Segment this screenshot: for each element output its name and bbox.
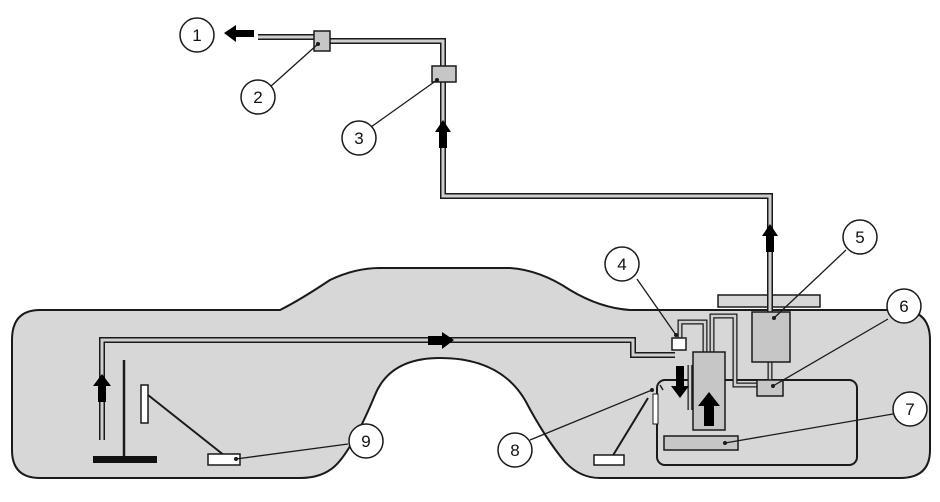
leader-9	[235, 443, 349, 460]
callout-9: 9	[348, 423, 384, 459]
flow-arrow-left	[224, 25, 254, 42]
flow-arrow-up-housing	[698, 392, 720, 426]
flow-arrow-up-left	[93, 374, 111, 402]
leader-4	[636, 278, 677, 336]
component-2-valve	[313, 30, 331, 52]
component-7-sender-base	[663, 435, 739, 451]
svg-text:9: 9	[361, 432, 370, 451]
leader-5	[773, 249, 847, 319]
leader-7	[724, 413, 894, 444]
left-sensor-base	[93, 456, 157, 463]
leader-6	[772, 318, 889, 387]
supply-line-upper	[330, 38, 446, 68]
component-5-fuel-pump	[751, 311, 791, 363]
callout-5: 5	[842, 219, 878, 255]
component-4-jet-pump	[671, 337, 687, 351]
svg-text:4: 4	[617, 255, 626, 274]
left-float-arm	[147, 394, 226, 457]
leader-8	[529, 389, 653, 441]
flow-arrow-up-filter	[435, 120, 451, 148]
left-float-plate	[140, 384, 149, 424]
flow-arrow-down	[671, 366, 689, 398]
svg-text:7: 7	[905, 400, 914, 419]
svg-text:5: 5	[855, 228, 864, 247]
component-3-filter	[431, 65, 457, 83]
svg-text:1: 1	[192, 26, 201, 45]
callout-3: 3	[341, 120, 377, 156]
right-float-arm	[611, 397, 649, 458]
callout-7: 7	[892, 391, 928, 427]
leader-3	[370, 79, 438, 128]
leader-2	[269, 43, 319, 88]
svg-text:2: 2	[253, 88, 262, 107]
callout-6: 6	[886, 288, 922, 324]
component-9-float	[207, 453, 241, 466]
right-float	[593, 454, 625, 466]
svg-text:3: 3	[354, 129, 363, 148]
callout-1: 1	[179, 17, 215, 53]
flow-arrow-up-pump	[762, 224, 778, 252]
svg-text:8: 8	[510, 441, 519, 460]
callout-4: 4	[604, 246, 640, 282]
svg-text:6: 6	[899, 297, 908, 316]
flow-arrow-right	[428, 332, 454, 349]
callout-2: 2	[240, 79, 276, 115]
component-8-filter-element	[652, 393, 659, 425]
callout-8: 8	[497, 432, 533, 468]
